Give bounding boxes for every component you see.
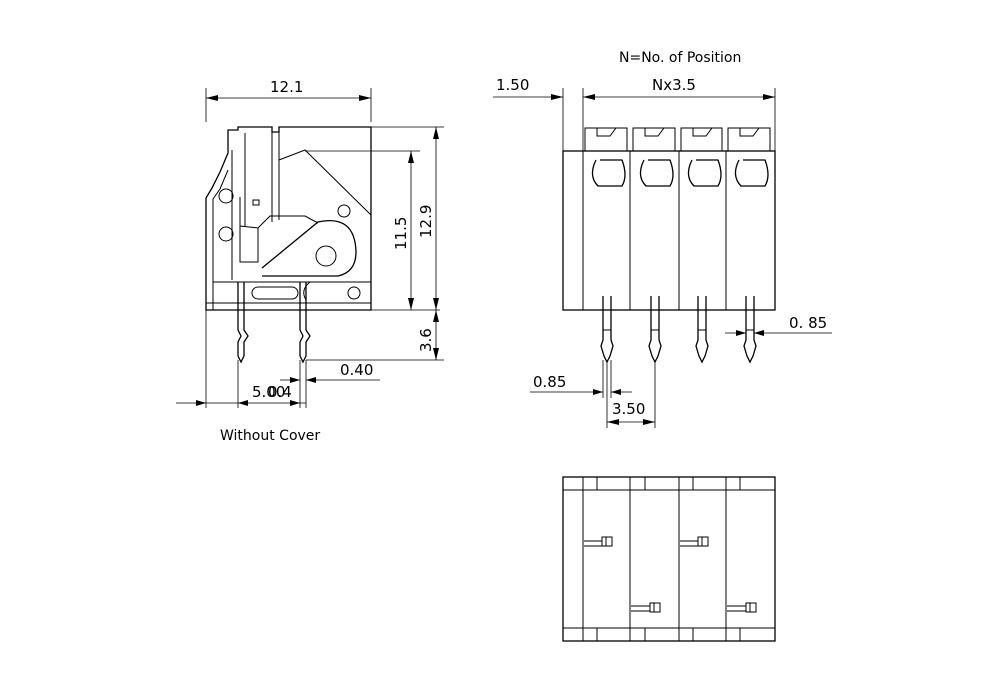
side-pin-right	[299, 282, 311, 364]
arrow-head	[290, 377, 300, 383]
dim-pin-length-label: 3.6	[417, 328, 435, 352]
dim-edge-label: 1.50	[496, 76, 529, 94]
bottom-rails	[563, 489, 775, 629]
dim-pin-width-left-label: 0.85	[533, 373, 566, 391]
side-hole-4	[347, 286, 361, 300]
dim-pin-dim-label: 0.4	[268, 383, 292, 401]
dim-pin-width-left-lines	[530, 360, 632, 398]
arrow-head	[736, 330, 746, 336]
arrow-head	[433, 310, 439, 322]
side-housing-outline	[205, 126, 372, 311]
bottom-notches	[596, 477, 741, 641]
arrow-head	[433, 127, 439, 139]
dim-total-width-lines	[583, 88, 776, 151]
dim-width-label: 12.1	[270, 78, 303, 96]
dim-total-height-lines	[371, 126, 444, 310]
arrow-head	[306, 377, 316, 383]
side-pin-left	[237, 282, 249, 364]
front-view: 1.50 Nx3.5 0. 85 0.85 3.50	[493, 76, 832, 428]
side-diagonal-cover	[278, 132, 372, 216]
arrow-head	[238, 400, 248, 406]
arrow-head	[290, 400, 300, 406]
dim-pitch-label: 5.00	[252, 383, 285, 401]
position-note: N=No. of Position	[619, 50, 741, 66]
arrow-head	[551, 94, 563, 100]
dim-pitch-front-label: 3.50	[612, 400, 645, 418]
side-hole-1	[218, 188, 234, 204]
bottom-housing	[562, 476, 776, 642]
arrow-head	[196, 400, 206, 406]
side-spring-block	[239, 226, 259, 263]
arrow-head	[408, 298, 414, 310]
bottom-view	[562, 476, 776, 642]
dim-total-width-label: Nx3.5	[652, 76, 696, 94]
side-slot	[251, 286, 299, 300]
dim-body-height-lines	[305, 150, 440, 311]
side-small-square	[252, 199, 260, 206]
arrow-head	[408, 151, 414, 163]
arrow-head	[611, 389, 621, 395]
side-hole-2	[218, 226, 234, 242]
arrow-head	[206, 95, 218, 101]
dim-pin-thickness-lines	[280, 360, 380, 408]
front-dividers	[629, 151, 727, 310]
dim-pitch-front-lines	[606, 362, 656, 428]
side-spring-top	[239, 197, 319, 229]
arrow-head	[754, 330, 764, 336]
bottom-dividers	[629, 477, 727, 641]
dim-pin-width-right-label: 0. 85	[789, 314, 827, 332]
arrow-head	[433, 348, 439, 360]
dim-width-lines	[205, 88, 372, 122]
front-housing	[562, 150, 776, 311]
side-clamp-hole	[315, 245, 337, 267]
arrow-head	[359, 95, 371, 101]
side-view: 12.1 11.5 12.9 3.6 0.40 5.00 0.4 Without…	[176, 78, 444, 444]
dim-edge-lines	[493, 88, 584, 151]
arrow-head	[643, 419, 655, 425]
side-pin-bend	[303, 281, 311, 301]
arrow-head	[593, 389, 603, 395]
arrow-head	[607, 419, 619, 425]
front-entries	[584, 127, 771, 187]
dim-body-height-label: 11.5	[392, 217, 410, 250]
arrow-head	[433, 298, 439, 310]
side-spring-clamp	[261, 220, 357, 277]
side-inner-left	[212, 169, 229, 310]
bottom-pin-pads	[584, 536, 757, 613]
dim-total-height-label: 12.9	[417, 205, 435, 238]
side-view-caption: Without Cover	[220, 428, 320, 444]
side-hole-3	[337, 204, 351, 218]
arrow-head	[763, 94, 775, 100]
dim-pin-thickness-label: 0.40	[340, 361, 373, 379]
